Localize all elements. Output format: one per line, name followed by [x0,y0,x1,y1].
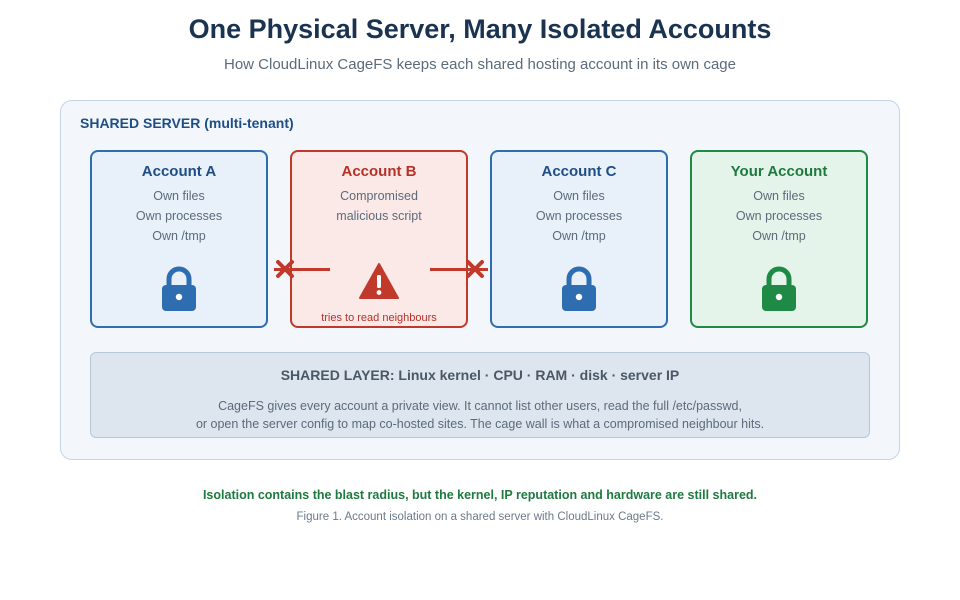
account-a-card: Account A Own files Own processes Own /t… [90,150,268,328]
blocked-x-icon [276,260,294,278]
account-c-line-files: Own files [553,189,605,203]
your-account-card: Your Account Own files Own processes Own… [690,150,868,328]
account-c-card: Account C Own files Own processes Own /t… [490,150,668,328]
lock-icon [162,266,196,311]
page-title: One Physical Server, Many Isolated Accou… [188,14,772,44]
account-b-card: Account B Compromised malicious script t… [290,150,468,328]
your-account-line-files: Own files [753,189,805,203]
account-b-caption: tries to read neighbours [321,312,437,324]
shared-layer-title: SHARED LAYER: Linux kernel · CPU · RAM ·… [280,367,680,383]
shared-layer-box: SHARED LAYER: Linux kernel · CPU · RAM ·… [90,352,870,438]
blocked-attack-right-line [430,268,488,271]
account-a-line-files: Own files [153,189,205,203]
lock-icon [762,266,796,311]
account-c-line-tmp: Own /tmp [552,229,606,243]
blocked-attack-left-line [274,268,330,271]
account-a-line-processes: Own processes [135,209,223,223]
your-account-line-tmp: Own /tmp [752,229,806,243]
blocked-x-icon [466,260,484,278]
page-subtitle: How CloudLinux CageFS keeps each shared … [224,56,736,73]
shared-layer-text-line-2: or open the server config to map co-host… [195,417,765,431]
account-c-line-processes: Own processes [535,209,623,223]
warning-icon [359,263,399,299]
figure-caption: Figure 1. Account isolation on a shared … [296,511,664,523]
account-a-line-tmp: Own /tmp [152,229,206,243]
account-b-line-script: malicious script [336,209,422,223]
lock-icon [562,266,596,311]
your-account-line-processes: Own processes [735,209,823,223]
shared-server-label: SHARED SERVER (multi-tenant) [80,115,294,131]
your-account-title: Your Account [730,163,828,180]
account-c-title: Account C [541,163,617,180]
isolation-footnote: Isolation contains the blast radius, but… [202,488,758,502]
account-b-line-compromised: Compromised [340,189,418,203]
account-a-title: Account A [141,163,217,180]
shared-layer-text-line-1: CageFS gives every account a private vie… [218,399,742,413]
account-b-title: Account B [341,163,417,180]
